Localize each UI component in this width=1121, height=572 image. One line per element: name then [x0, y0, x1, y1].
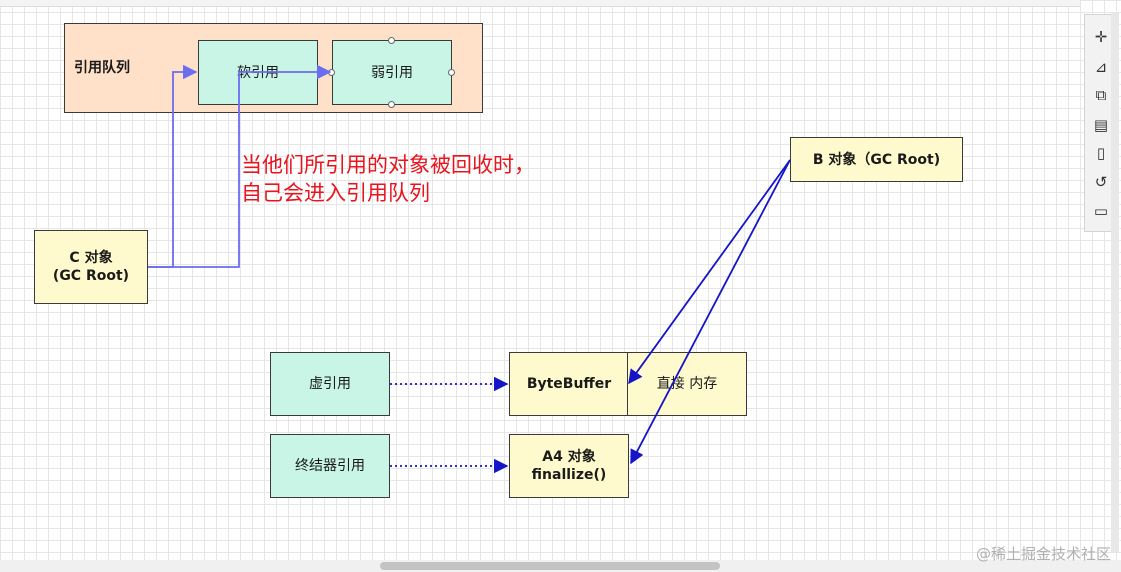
resize-handle-right[interactable] — [448, 69, 455, 76]
phantom-reference-node[interactable]: 虚引用 — [270, 352, 390, 416]
page-icon[interactable]: ▯ — [1096, 144, 1106, 162]
vertical-scrollbar[interactable] — [1111, 12, 1119, 552]
soft-reference-label: 软引用 — [237, 64, 279, 81]
edge-b-to-a4 — [630, 159, 791, 465]
pages-icon[interactable]: ▤ — [1093, 116, 1109, 134]
horizontal-scrollbar[interactable] — [0, 560, 1121, 572]
annotation-text: 当他们所引用的对象被回收时， 自己会进入引用队列 — [241, 153, 535, 205]
resize-handle-top[interactable] — [388, 37, 395, 44]
resize-handle-bottom[interactable] — [388, 101, 395, 108]
b-object-node[interactable]: B 对象（GC Root) — [790, 137, 963, 182]
canvas-top-strip — [0, 0, 1080, 7]
b-object-label: B 对象（GC Root) — [812, 151, 941, 168]
history-icon[interactable]: ↺ — [1094, 173, 1108, 191]
edge-b-to-bytebuffer — [628, 159, 791, 385]
reference-queue-label: 引用队列 — [74, 60, 130, 76]
bytebuffer-label: ByteBuffer — [526, 376, 612, 392]
direct-memory-node[interactable]: 直接 内存 — [627, 352, 747, 416]
c-object-node[interactable]: C 对象 (GC Root) — [34, 230, 148, 304]
weak-reference-label: 弱引用 — [371, 64, 413, 81]
weak-reference-node[interactable]: 弱引用 — [332, 40, 452, 105]
arrange-icon[interactable]: ⧉ — [1095, 86, 1107, 104]
resize-handle-left[interactable] — [328, 69, 335, 76]
soft-reference-node[interactable]: 软引用 — [198, 40, 318, 105]
a4-object-label: A4 对象 finallize() — [531, 449, 607, 483]
horizontal-scroll-thumb[interactable] — [380, 562, 720, 570]
phantom-reference-label: 虚引用 — [309, 376, 351, 392]
bytebuffer-node[interactable]: ByteBuffer — [509, 352, 629, 416]
c-object-label: C 对象 (GC Root) — [52, 250, 130, 284]
finalizer-reference-node[interactable]: 终结器引用 — [270, 434, 390, 498]
crosshair-icon[interactable]: ✛ — [1094, 28, 1108, 46]
direct-memory-label: 直接 内存 — [656, 376, 718, 392]
format-icon[interactable]: ⊿ — [1094, 58, 1108, 76]
comment-icon[interactable]: ▭ — [1093, 202, 1109, 220]
watermark-text: @稀土掘金技术社区 — [975, 545, 1111, 563]
finalizer-reference-label: 终结器引用 — [295, 458, 365, 474]
a4-object-node[interactable]: A4 对象 finallize() — [509, 434, 629, 498]
